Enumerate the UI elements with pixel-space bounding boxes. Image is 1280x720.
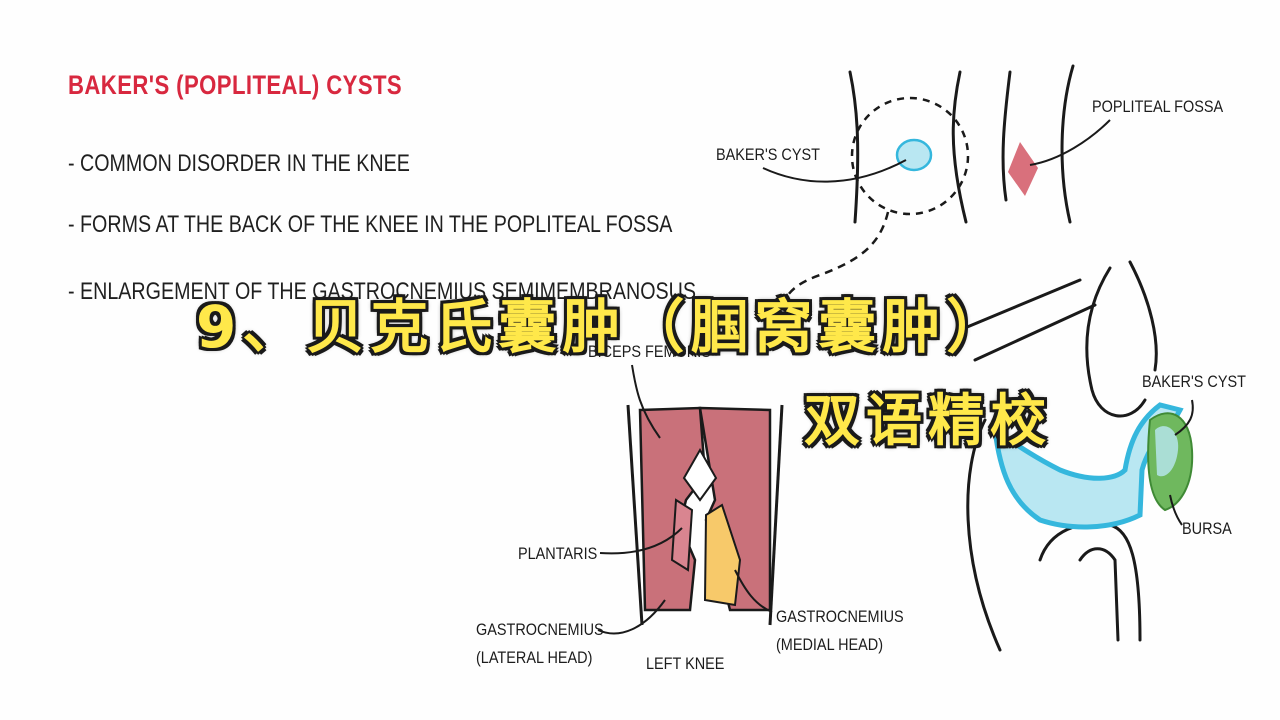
page-title: BAKER'S (POPLITEAL) CYSTS: [68, 70, 403, 100]
bullet-forms-back-of-knee: - FORMS AT THE BACK OF THE KNEE IN THE P…: [68, 211, 673, 238]
label-biceps-femoris: BICEPS FEMORIS: [588, 342, 711, 361]
leader-biceps: [631, 364, 661, 439]
popliteal-gap: [682, 447, 718, 502]
popliteal-fossa-shape: [1008, 142, 1038, 196]
label-plantaris: PLANTARIS: [518, 544, 598, 563]
leg-outline: [848, 64, 1075, 224]
leader-bakers-top: [762, 159, 907, 183]
bullet-common-disorder: - COMMON DISORDER IN THE KNEE: [68, 150, 410, 177]
label-left-knee: LEFT KNEE: [646, 654, 725, 673]
leader-lateral-head: [597, 599, 666, 635]
label-gastroc-lateral-1: GASTROCNEMIUS: [476, 620, 604, 639]
leader-medial-head: [734, 569, 773, 613]
label-bakers-cyst-top: BAKER'S CYST: [716, 145, 820, 164]
leader-plantaris: [599, 527, 683, 555]
subtitle-line-1: 9、贝克氏囊肿（腘窝囊肿）: [196, 293, 1011, 361]
knee-side-view: [958, 260, 1158, 652]
bullet-enlargement: - ENLARGEMENT OF THE GASTROCNEMIUS SEMIM…: [68, 278, 697, 305]
label-gastroc-lateral-2: (LATERAL HEAD): [476, 648, 593, 667]
plantaris-muscle: [670, 498, 694, 572]
label-gastroc-medial-2: (MEDIAL HEAD): [776, 635, 884, 654]
label-popliteal-fossa: POPLITEAL FOSSA: [1092, 97, 1224, 116]
dashed-connector: [783, 211, 890, 301]
label-gastroc-medial-1: GASTROCNEMIUS: [776, 607, 904, 626]
cyst-in-bursa: [1155, 426, 1179, 477]
label-bakers-cyst-side: BAKER'S CYST: [1142, 372, 1246, 391]
label-bursa: BURSA: [1182, 519, 1232, 538]
subtitle-line-2: 双语精校: [804, 389, 1052, 454]
leader-bursa: [1169, 494, 1183, 526]
gastrocnemius-lateral-head: [638, 406, 707, 612]
magnifier-circle: [850, 96, 970, 216]
gastrocnemius-medial-head: [703, 503, 742, 607]
left-knee-muscles: [626, 404, 784, 626]
leader-fossa: [1029, 119, 1111, 166]
bakers-cyst-small: [895, 138, 933, 172]
leader-bakers-side: [1174, 399, 1194, 436]
